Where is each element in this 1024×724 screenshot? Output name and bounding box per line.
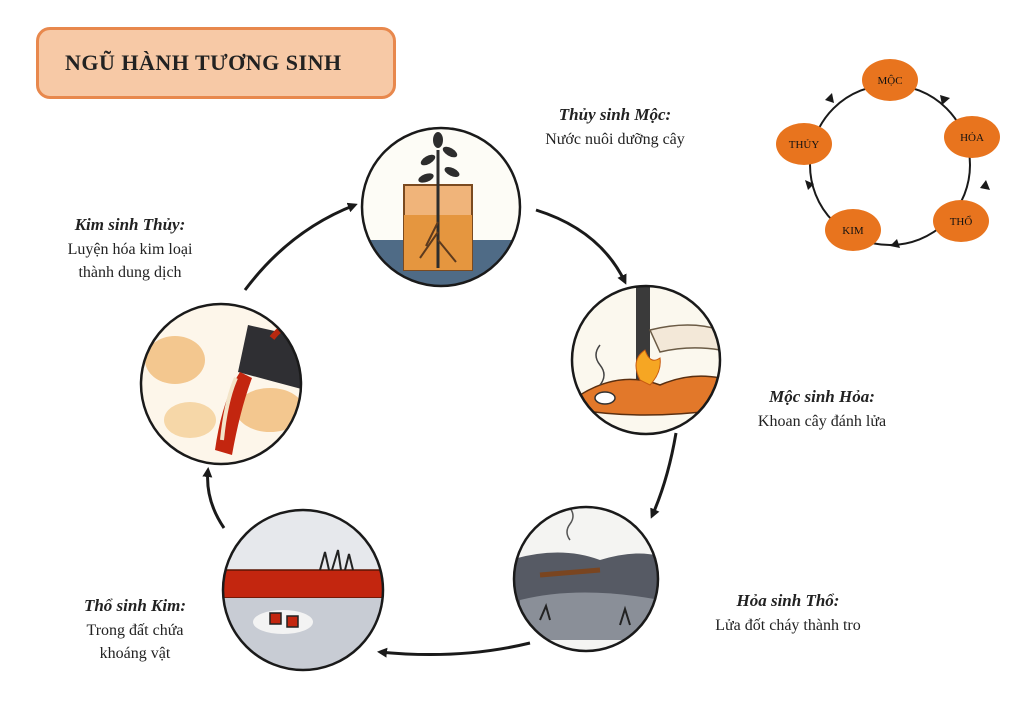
- stage-heading: Hỏa sinh Thổ:: [736, 591, 840, 610]
- mini-label-thuy: THỦY: [789, 139, 820, 151]
- mini-node-moc: [862, 59, 918, 101]
- stage-heading: Mộc sinh Hỏa:: [769, 387, 875, 406]
- stage-heading: Thủy sinh Mộc:: [558, 105, 672, 124]
- illustration-wood-fire: [570, 284, 722, 436]
- arrow-hoa-to-tho: [650, 432, 678, 519]
- illustration-metal-liquid: [139, 302, 303, 466]
- arrow-kim-to-thuy: [202, 467, 226, 529]
- mini-label-moc: MỘC: [877, 75, 902, 87]
- mini-node-tho: [933, 200, 989, 242]
- cycle-arrows: [202, 202, 678, 658]
- illustration-water-tree: [360, 126, 522, 288]
- arrow-thuy-to-moc: [243, 202, 358, 291]
- stage-text: Luyện hóa kim loại thành dung dịch: [67, 240, 193, 281]
- stage-heading: Thổ sinh Kim:: [83, 596, 187, 615]
- page-title: NGŨ HÀNH TƯƠNG SINH: [65, 50, 342, 75]
- title-box: NGŨ HÀNH TƯƠNG SINH: [36, 27, 396, 99]
- mini-node-thuy: [776, 123, 832, 165]
- stage-text: Lửa đốt cháy thành tro: [715, 616, 861, 634]
- illustration-earth-minerals: [221, 508, 385, 672]
- stage-label-moc-hoa: Mộc sinh Hỏa: Khoan cây đánh lửa: [722, 385, 922, 433]
- stage-label-tho-kim: Thổ sinh Kim: Trong đất chứa khoáng vật: [50, 594, 220, 665]
- stage-label-thuy-moc: Thủy sinh Mộc: Nước nuôi dưỡng cây: [500, 103, 730, 151]
- mini-label-tho: THỔ: [950, 215, 973, 228]
- illustration-fire-ash: [512, 505, 660, 653]
- stage-label-kim-thuy: Kim sinh Thủy: Luyện hóa kim loại thành …: [30, 213, 230, 284]
- stage-text: Khoan cây đánh lửa: [757, 412, 887, 430]
- arrow-tho-to-kim: [377, 641, 531, 658]
- mini-cycle: MỘC HỎA THỔ KIM THỦY: [776, 59, 1000, 251]
- mini-label-kim: KIM: [842, 225, 864, 237]
- stage-text: Nước nuôi dưỡng cây: [545, 130, 685, 148]
- stage-heading: Kim sinh Thủy:: [74, 215, 186, 234]
- arrow-moc-to-hoa: [535, 208, 627, 285]
- stage-label-hoa-tho: Hỏa sinh Thổ: Lửa đốt cháy thành tro: [688, 589, 888, 637]
- mini-label-hoa: HỎA: [960, 132, 984, 144]
- mini-node-hoa: [944, 116, 1000, 158]
- stage-text: Trong đất chứa khoáng vật: [86, 621, 184, 662]
- mini-node-kim: [825, 209, 881, 251]
